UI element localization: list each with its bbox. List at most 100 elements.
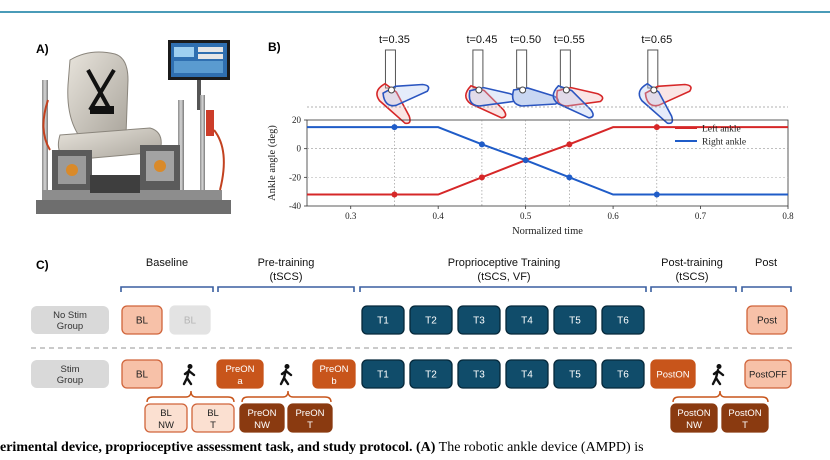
phase-bracket — [741, 286, 792, 292]
series-marker — [391, 191, 398, 198]
sub-bracket — [672, 390, 769, 403]
stim-training-block — [409, 359, 453, 389]
panel-label-a: A) — [36, 42, 49, 56]
sub-bracket — [146, 390, 235, 403]
x-axis-label: Normalized time — [512, 226, 583, 237]
nostim-training-block — [457, 305, 501, 335]
stim-preon-b-block-label2: b — [331, 376, 336, 387]
stim-training-block-label: T1 — [377, 370, 389, 381]
nostim-bl-faded-block-label: BL — [184, 316, 197, 327]
walking-person-icon — [279, 364, 293, 386]
sub-bl-t-block-label2: T — [210, 420, 216, 431]
sub-preon-t-block — [287, 403, 333, 433]
actuators — [42, 99, 225, 193]
foot-snapshot — [638, 49, 692, 125]
x-tick-label: 0.5 — [520, 211, 532, 221]
caption-rest: The robotic ankle device (AMPD) is — [435, 440, 644, 455]
snapshot-label: t=0.55 — [554, 34, 585, 46]
nostim-post-block — [746, 305, 788, 335]
figure-caption: erimental device, proprioceptive assessm… — [0, 440, 830, 460]
sub-preon-t-block-label1: PreON — [295, 408, 324, 419]
stim-training-block-label: T2 — [425, 370, 437, 381]
series-marker — [522, 157, 529, 164]
sub-bl-nw-block-label1: BL — [160, 408, 172, 419]
y-tick-label: 20 — [292, 115, 302, 125]
stim-training-block-label: T5 — [569, 370, 581, 381]
phase-title: Pre-training — [258, 257, 315, 269]
stim-preon-b-block — [312, 359, 356, 389]
snapshot-label: t=0.65 — [641, 34, 672, 46]
series-marker — [653, 191, 660, 198]
stim-training-block — [553, 359, 597, 389]
phase-bracket — [217, 286, 355, 292]
legend-label: Right ankle — [702, 138, 746, 148]
series-marker — [653, 124, 660, 131]
stim-bl-block — [121, 359, 163, 389]
x-tick-label: 0.3 — [345, 211, 357, 221]
nostim-training-block-label: T1 — [377, 316, 389, 327]
phase-title: Post — [755, 257, 777, 269]
stim-training-block — [601, 359, 645, 389]
phase-bracket — [650, 286, 737, 292]
stim-preon-a-block-label2: a — [237, 376, 243, 387]
series-marker — [566, 141, 573, 148]
series-marker — [478, 141, 485, 148]
sub-poston-nw-block-label1: PostON — [677, 408, 710, 419]
foot-snapshot — [465, 49, 516, 119]
sub-bl-nw-block-label2: NW — [158, 420, 174, 431]
stim-group-label-line1: Stim — [61, 364, 80, 375]
nostim-training-block-label: T3 — [473, 316, 485, 327]
phase-title: Baseline — [146, 257, 188, 269]
stim-postoff-block-label: PostOFF — [749, 370, 787, 381]
sub-preon-nw-block-label1: PreON — [247, 408, 276, 419]
sub-bl-nw-block — [144, 403, 188, 433]
series-marker — [478, 174, 485, 181]
phase-subtitle: (tSCS, VF) — [477, 271, 530, 283]
stim-poston-block — [650, 359, 696, 389]
nostim-training-block-label: T2 — [425, 316, 437, 327]
walking-person-icon — [182, 364, 196, 386]
sub-preon-nw-block-label2: NW — [254, 420, 270, 431]
caption-bold: erimental device, proprioceptive assessm… — [0, 440, 436, 455]
phase-title: Post-training — [661, 257, 723, 269]
nostim-training-block — [409, 305, 453, 335]
sub-bl-t-block — [191, 403, 235, 433]
stim-training-block-label: T6 — [617, 370, 629, 381]
panel-label-c: C) — [36, 258, 49, 272]
y-tick-label: 0 — [297, 144, 302, 154]
no-stim-group-label-line1: No Stim — [53, 310, 87, 321]
snapshot-label: t=0.45 — [466, 34, 497, 46]
stim-bl-block-label: BL — [136, 370, 149, 381]
stim-postoff-block — [744, 359, 792, 389]
stim-training-block — [505, 359, 549, 389]
sub-bracket — [241, 390, 332, 403]
foot-snapshot — [552, 49, 604, 119]
stim-training-block — [457, 359, 501, 389]
sub-poston-nw-block — [670, 403, 718, 433]
nostim-bl-faded-block — [169, 305, 211, 335]
sub-poston-t-block — [721, 403, 769, 433]
sub-poston-nw-block-label2: NW — [686, 420, 702, 431]
foot-snapshot — [376, 49, 430, 125]
nostim-bl-block — [121, 305, 163, 335]
nostim-training-block-label: T6 — [617, 316, 629, 327]
series-marker — [566, 174, 573, 181]
snapshot-label: t=0.50 — [510, 34, 541, 46]
legend-label: Left ankle — [702, 124, 741, 135]
no-stim-group-label — [31, 306, 109, 334]
nostim-training-block — [361, 305, 405, 335]
phase-title: Proprioceptive Training — [448, 257, 561, 269]
phase-bracket — [120, 286, 214, 292]
series-marker — [391, 124, 398, 131]
stim-training-block-label: T3 — [473, 370, 485, 381]
study-protocol: Baseline Pre-training (tSCS) Proprioceptive… — [31, 257, 795, 433]
phase-subtitle: (tSCS) — [676, 271, 709, 283]
x-tick-label: 0.8 — [782, 211, 794, 221]
no-stim-group-label-line2: Group — [57, 321, 83, 332]
stim-group-label-line2: Group — [57, 375, 83, 386]
foot-snapshot — [511, 49, 559, 107]
nostim-training-block — [553, 305, 597, 335]
